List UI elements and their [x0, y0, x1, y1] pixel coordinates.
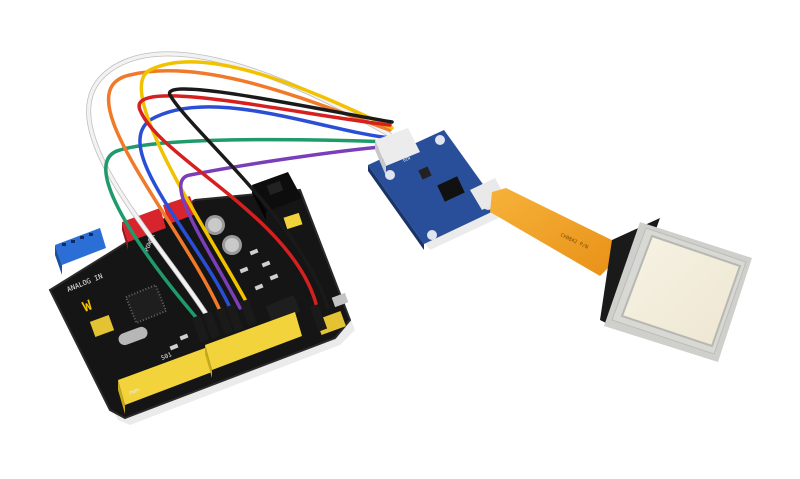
svg-text:GND: GND: [400, 149, 409, 157]
svg-text:VCC: VCC: [398, 143, 407, 151]
digital-header: [89, 311, 346, 414]
jumper-wires: [86, 51, 394, 324]
svg-text:DIN: DIN: [402, 155, 411, 163]
oled-driver-board: VCC GND DIN: [368, 128, 506, 250]
mcu-chip: [124, 283, 168, 325]
transparent-oled-display: [600, 218, 752, 362]
digital-label: S01: [160, 351, 173, 362]
fpc-cable: CX0842 P/N: [490, 188, 628, 276]
analog-header: [55, 228, 106, 275]
arduino-board: ANALOG IN POWER S01 PWM~ W: [48, 172, 355, 425]
wire-plugs: [191, 299, 328, 343]
pwm-label: PWM~: [129, 387, 142, 397]
